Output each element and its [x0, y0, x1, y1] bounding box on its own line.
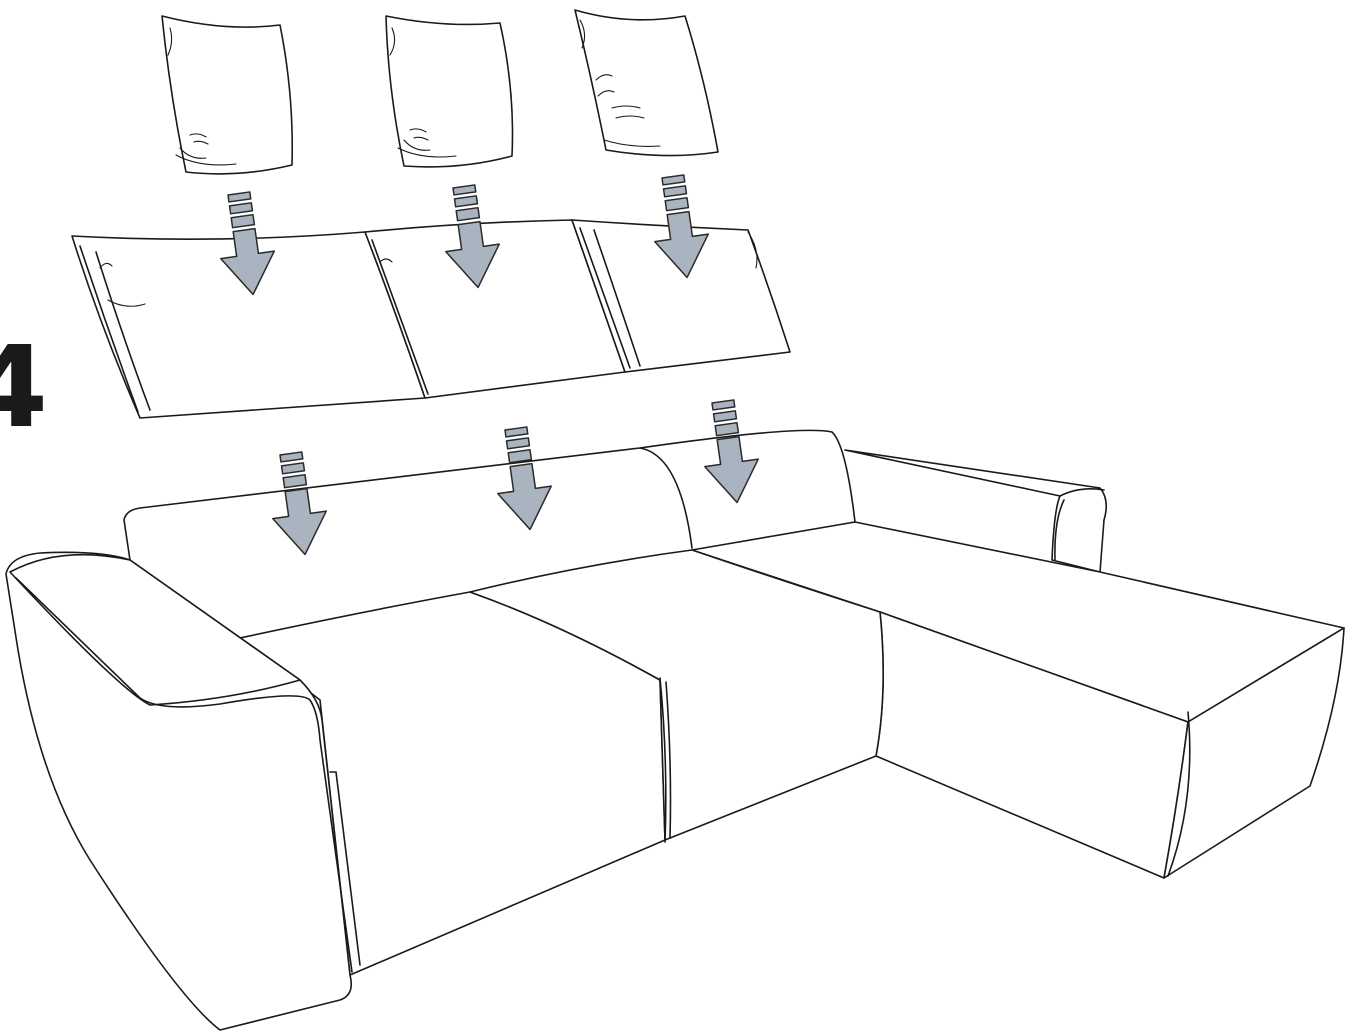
arrow-segment: [505, 427, 528, 437]
arrow-segment: [712, 400, 735, 410]
sofa-frame: [6, 430, 1344, 1030]
arrow-segment: [230, 203, 253, 214]
arrow-segment: [228, 192, 251, 202]
arrow-segment: [665, 198, 688, 211]
arrow-segment: [282, 463, 305, 474]
arrow-segment: [508, 450, 531, 463]
arrow-segment: [662, 175, 685, 185]
arrow-segment: [715, 423, 738, 436]
arrow-segment: [456, 208, 479, 221]
throw-pillow-middle: [386, 16, 513, 167]
throw-pillow-right: [575, 10, 718, 156]
arrow-segment: [231, 215, 254, 228]
arrow-segment: [455, 196, 478, 207]
arrow-segment: [664, 186, 687, 197]
arrow-segment: [507, 438, 530, 449]
arrow-segment: [453, 185, 476, 195]
arrow-segment: [280, 452, 303, 462]
arrow-segment: [714, 411, 737, 422]
throw-pillow-left: [162, 16, 292, 174]
arrow-segment: [283, 475, 306, 488]
